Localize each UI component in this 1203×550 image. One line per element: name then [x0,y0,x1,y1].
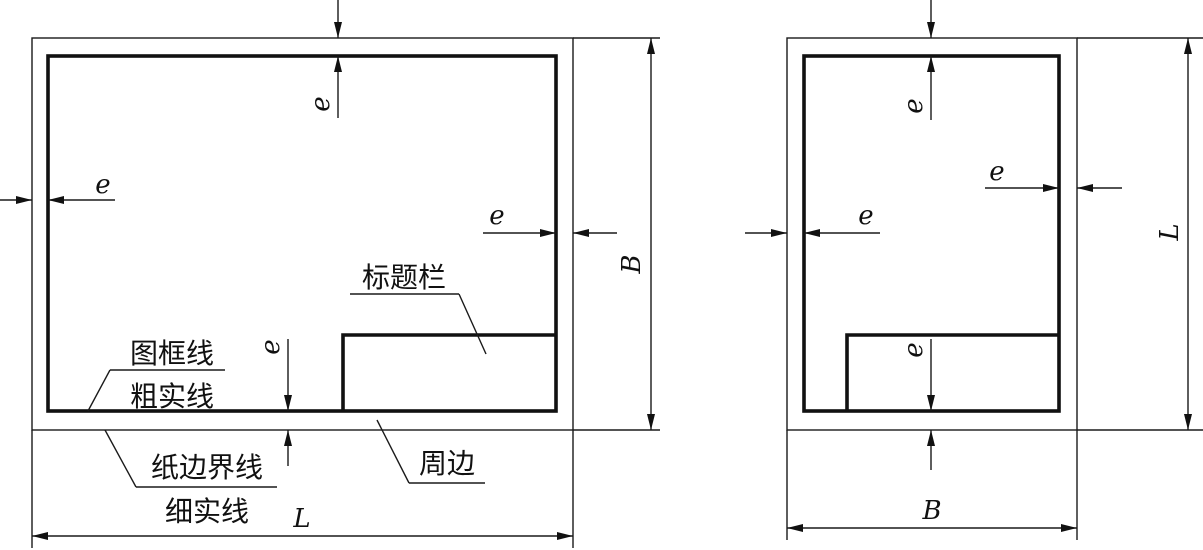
portrait-title-block [845,333,1059,411]
dim-label-e-right: e [989,157,1004,187]
annotation-frame-line: 图框线 [130,337,214,370]
annotation-margin: 周边 [419,447,475,480]
annotation-thick-solid: 粗实线 [130,380,214,413]
dim-label-e-left: e [858,201,873,231]
dim-label-e-left: e [95,170,110,200]
landscape-sheet: e e e e B L 标题栏 图框线 粗实线 纸边界线 细实线 [0,0,660,548]
annotation-title-block: 标题栏 [362,261,446,294]
portrait-sheet: e e e e L B [745,0,1203,540]
landscape-paper-edge [31,37,574,431]
dim-label-B: B [617,254,647,274]
portrait-paper-edge [786,37,1078,431]
annotation-thin-solid: 细实线 [165,495,249,528]
dim-label-e-top: e [899,98,929,113]
dim-label-L: L [1155,223,1185,241]
dim-label-L: L [292,504,310,534]
landscape-frame [46,54,558,413]
dim-label-e-top: e [306,96,336,111]
landscape-title-block [341,333,556,411]
leader-margin [376,419,410,484]
leader-title-block [458,293,487,355]
dim-label-e-bottom: e [899,342,929,357]
dim-label-e-bottom: e [256,339,286,354]
dim-label-B: B [921,496,941,526]
leader-paper-edge [104,429,137,488]
annotation-paper-edge: 纸边界线 [151,451,263,484]
leader-frame-line [87,369,111,412]
dim-label-e-right: e [489,201,504,231]
